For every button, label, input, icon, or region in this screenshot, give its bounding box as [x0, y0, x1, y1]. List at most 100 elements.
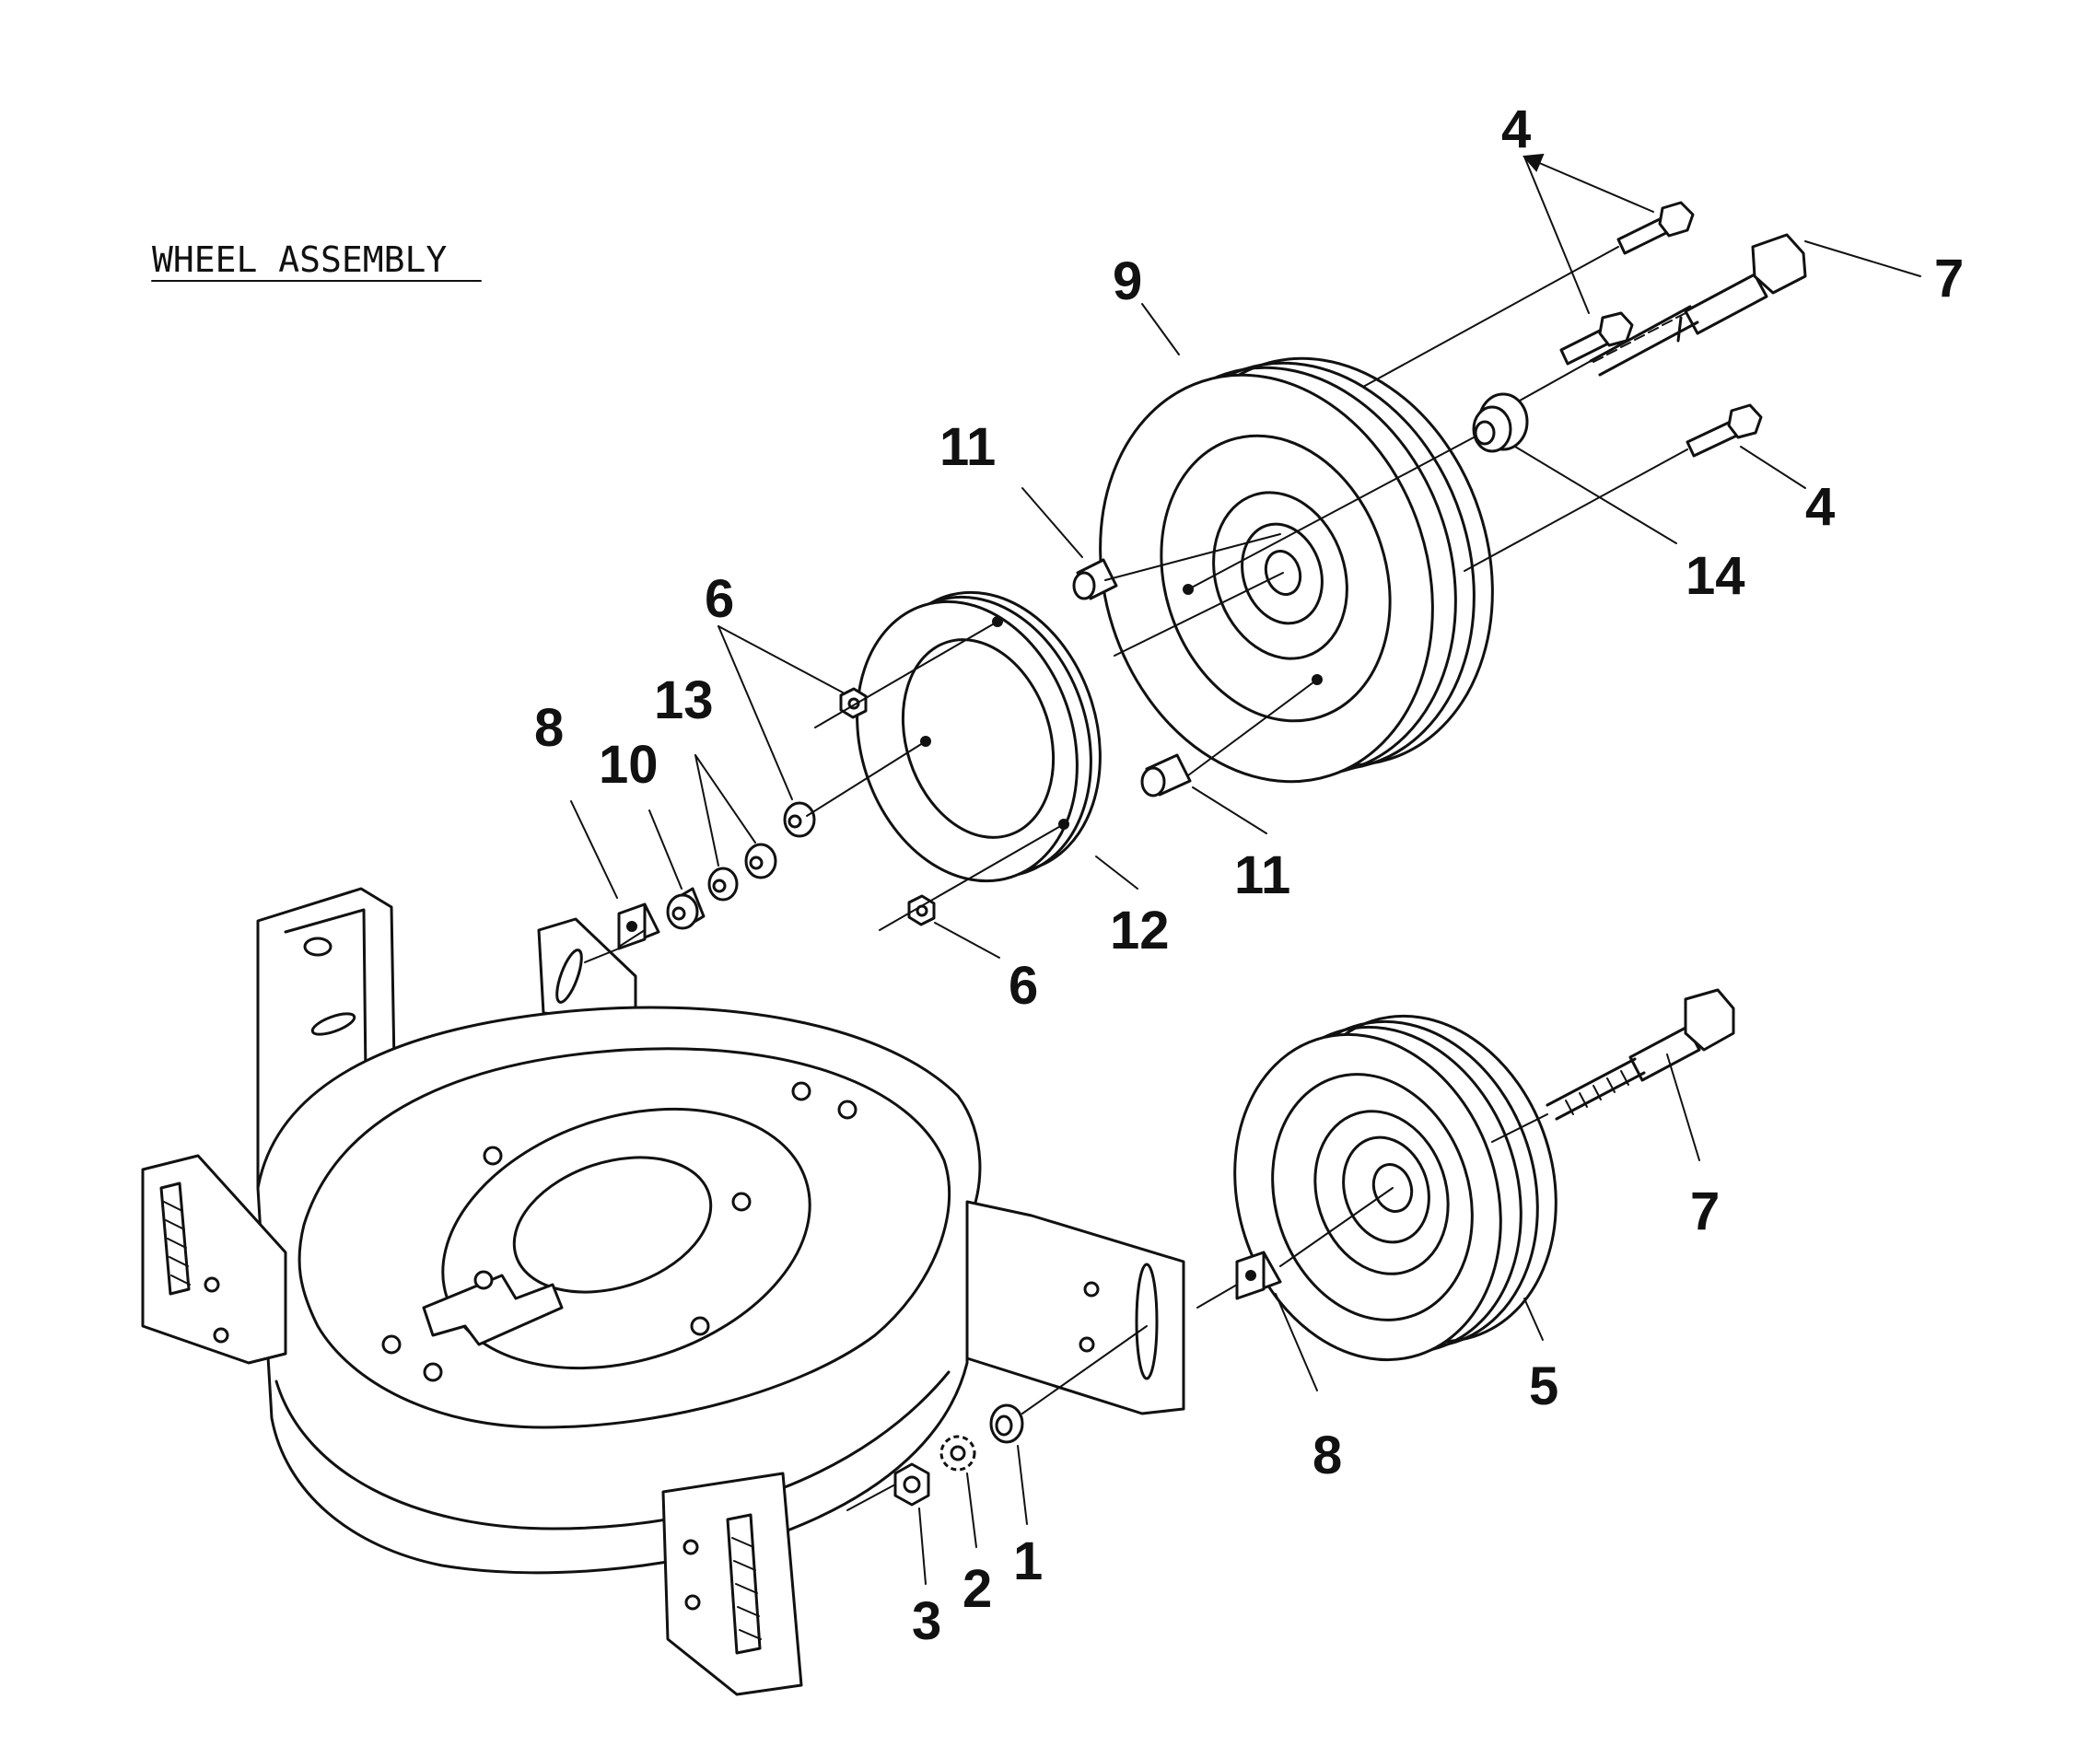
- assembly-line: [1196, 1284, 1238, 1309]
- deck-hole: [423, 1362, 443, 1382]
- front-wheel-rim: [1271, 1073, 1474, 1321]
- rear-bracket-slot: [310, 1012, 356, 1036]
- axle-bolt-7-upper: [1589, 233, 1807, 377]
- rear-wheel-hub-ring: [1241, 522, 1324, 625]
- washer-13-b: [707, 867, 739, 902]
- assembly-line: [1464, 448, 1688, 572]
- nut-6-mid: [783, 801, 816, 838]
- bolt-4-mid: [1559, 311, 1634, 366]
- bolt-7-upper-thread-edge: [1589, 305, 1699, 377]
- callout-3: 3: [912, 1591, 941, 1651]
- leader-6b: [934, 922, 1000, 959]
- assembly-line: [846, 1484, 896, 1511]
- assembly-line: [1491, 1113, 1548, 1143]
- assembly-line: [1021, 1325, 1148, 1414]
- title-text: WHEEL ASSEMBLY: [152, 239, 447, 280]
- nut-3-hole: [903, 1475, 921, 1494]
- front-wheel-face: [1233, 1032, 1502, 1362]
- diagram-title: WHEEL ASSEMBLY: [151, 239, 482, 282]
- assembly-line: [879, 823, 1065, 931]
- height-plate-front-slot: [726, 1513, 762, 1655]
- rear-bracket-right-slot: [555, 949, 583, 1004]
- bolt-7-upper-head: [1751, 233, 1807, 295]
- leader-11a: [1021, 487, 1083, 558]
- callout-2: 2: [962, 1559, 992, 1619]
- hubcap-ring-opening: [901, 638, 1056, 839]
- callout-12: 12: [1110, 901, 1170, 960]
- leader-2: [966, 1472, 977, 1548]
- leader-10: [648, 809, 682, 890]
- callout-4-top: 4: [1501, 99, 1531, 159]
- callout-5: 5: [1529, 1356, 1558, 1416]
- leader-arrowhead: [1522, 153, 1545, 172]
- assembly-line: [1519, 360, 1592, 402]
- bolt-4-right: [1686, 403, 1763, 458]
- leader-6a-1: [718, 625, 844, 693]
- assembly-line: [1187, 436, 1475, 590]
- plate-hole: [1079, 1336, 1095, 1353]
- leader-9: [1141, 303, 1180, 355]
- bolt-7-upper-thread: [1592, 312, 1686, 363]
- block-8-upper: [617, 902, 660, 950]
- callout-4-right: 4: [1805, 477, 1835, 537]
- callout-7-lower: 7: [1690, 1181, 1720, 1241]
- bolt-4-top-head: [1658, 201, 1695, 238]
- flange-hole: [483, 1146, 503, 1166]
- center-opening: [512, 1156, 713, 1294]
- spacer-upper: [1072, 558, 1118, 600]
- leader-13-1: [694, 754, 756, 844]
- callout-8-upper: 8: [534, 698, 564, 758]
- leader-1: [1017, 1445, 1028, 1525]
- bolt-4-top: [1616, 201, 1695, 255]
- rear-wheel-hub-ring: [1212, 491, 1348, 660]
- bearing-14: [1472, 392, 1529, 453]
- plate-hole: [684, 1594, 701, 1611]
- flange-hole: [690, 1316, 710, 1336]
- height-plate-left-teeth: [163, 1201, 191, 1286]
- block-8-lower-hole: [1245, 1270, 1256, 1281]
- leader-5: [1523, 1298, 1544, 1341]
- leader-8b: [1275, 1293, 1318, 1391]
- nut-6-upper: [839, 687, 868, 719]
- leader-6a-2: [718, 625, 793, 800]
- callout-11-upper: 11: [939, 417, 996, 477]
- plate-hole: [682, 1539, 699, 1555]
- height-plate-left: [141, 1154, 287, 1365]
- callout-11-lower: 11: [1234, 845, 1290, 905]
- assembly-line: [618, 929, 646, 948]
- leader-14: [1514, 446, 1677, 544]
- callout-10: 10: [599, 735, 659, 795]
- assembly-line: [1104, 533, 1281, 581]
- block-8-lower: [1235, 1251, 1282, 1300]
- spacer-lower-end: [1140, 766, 1166, 797]
- washer-1: [989, 1403, 1024, 1444]
- housing-skirt: [274, 1370, 951, 1531]
- rear-wheel-rim: [1160, 434, 1392, 723]
- height-plate-front-teeth: [731, 1537, 762, 1640]
- height-plate-left-slot: [159, 1181, 191, 1296]
- flange-hole: [473, 1270, 494, 1290]
- bushing-10-hole: [671, 906, 686, 921]
- bearing-14-bore: [1474, 420, 1496, 446]
- washer-1-hole: [995, 1414, 1013, 1437]
- washer-13-a-hole: [749, 856, 764, 870]
- assembly-line: [1279, 1187, 1394, 1267]
- nut-6-mid-hole: [788, 814, 802, 829]
- leader-7a: [1804, 240, 1921, 277]
- callout-7-top: 7: [1934, 249, 1964, 308]
- callout-1: 1: [1013, 1531, 1043, 1591]
- washer-13-a: [744, 843, 777, 879]
- callout-6-lower: 6: [1009, 956, 1038, 1016]
- assembly-line: [1187, 679, 1318, 776]
- callout-6-upper: 6: [705, 569, 734, 629]
- height-plate-right: [965, 1200, 1185, 1415]
- assembly-line: [814, 621, 998, 728]
- lock-washer-2: [939, 1435, 976, 1472]
- leader-11b: [1192, 786, 1267, 834]
- leader-4b: [1740, 446, 1806, 489]
- leader-8a: [570, 800, 618, 899]
- bolt-7-lower-shank: [1628, 1025, 1701, 1082]
- deck-hole: [381, 1334, 402, 1355]
- callout-14: 14: [1686, 546, 1745, 606]
